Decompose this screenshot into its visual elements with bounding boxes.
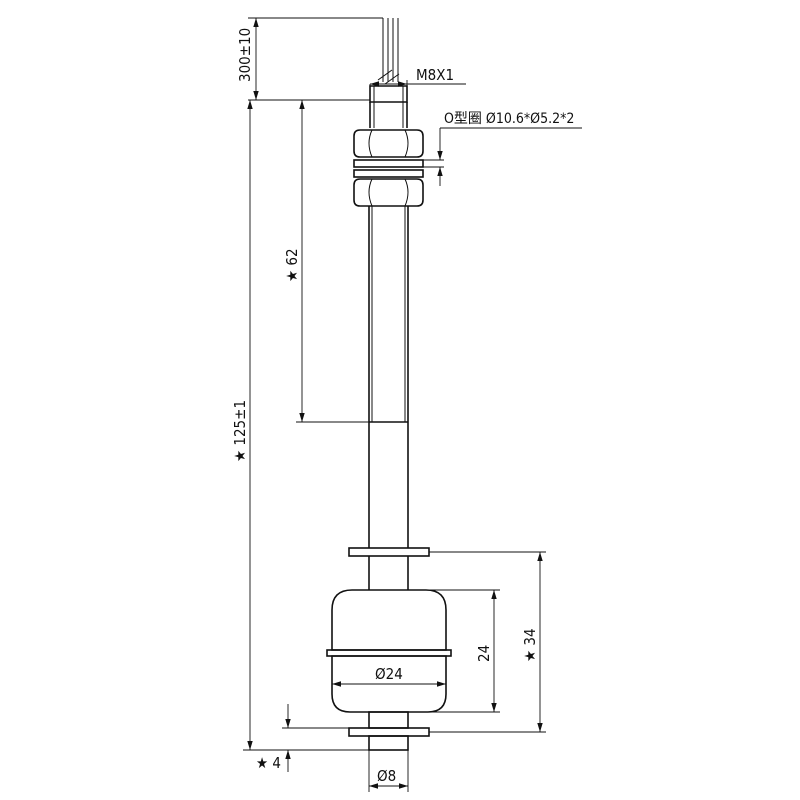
- dim-34: ★ 34: [429, 551, 546, 733]
- dim-62-label: ★ 62: [283, 248, 301, 282]
- dim-125: ★ 125±1: [231, 100, 369, 751]
- float-ball: [326, 589, 452, 713]
- thread-label: M8X1: [416, 66, 454, 84]
- dim-62: ★ 62: [283, 99, 370, 423]
- upper-stop-collar: [348, 547, 430, 557]
- upper-hex-nut: [353, 129, 424, 158]
- lower-stem: [348, 711, 430, 751]
- stem-tube: [368, 206, 409, 548]
- lower-hex-nut: [353, 178, 424, 207]
- float-diameter-label: Ø24: [375, 665, 403, 683]
- dim-float-diameter: Ø24: [332, 665, 446, 687]
- float-neck: [368, 556, 409, 590]
- dim-4: ★ 4: [256, 704, 349, 772]
- o-ring: [353, 159, 424, 178]
- dim-125-label: ★ 125±1: [231, 400, 249, 462]
- cable-wires: [377, 18, 400, 85]
- dim-34-label: ★ 34: [521, 628, 539, 662]
- float-switch-body: [326, 18, 452, 751]
- dim-24: 24: [426, 589, 500, 713]
- dim-24-label: 24: [475, 645, 493, 662]
- dim-cable-length: 300±10: [236, 17, 383, 101]
- thread-fitting: [369, 85, 408, 128]
- dim-stem-diameter: Ø8: [368, 750, 409, 792]
- dim-4-label: ★ 4: [256, 754, 281, 772]
- stem-diameter-label: Ø8: [377, 767, 396, 785]
- dim-oring: O型圈 Ø10.6*Ø5.2*2: [423, 111, 582, 186]
- dim-thread: M8X1: [369, 66, 466, 102]
- oring-label: O型圈 Ø10.6*Ø5.2*2: [444, 111, 574, 127]
- cable-length-label: 300±10: [236, 28, 254, 82]
